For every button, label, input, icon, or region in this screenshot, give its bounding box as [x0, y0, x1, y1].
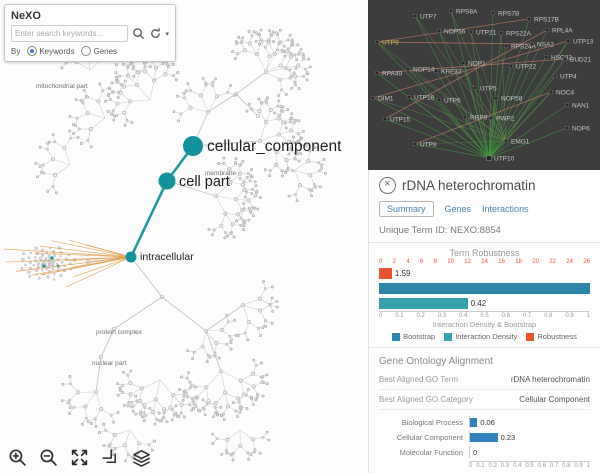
- gene-node-utp5[interactable]: UTP5: [480, 85, 497, 92]
- gene-node-utp8[interactable]: UTP8: [420, 141, 437, 148]
- gene-node-utp6[interactable]: UTP6: [444, 97, 461, 104]
- gene-node-noc4[interactable]: NOC4: [556, 89, 574, 96]
- tree-label-protein-complex: protein complex: [96, 329, 143, 336]
- search-icon[interactable]: [131, 27, 145, 41]
- gene-node-rps22a[interactable]: RPS22A: [506, 30, 532, 37]
- robustness-chart-title: Term Robustness: [449, 248, 520, 258]
- gene-node-nan1[interactable]: NAN1: [572, 102, 590, 109]
- by-label: By: [11, 46, 21, 56]
- gene-node-utp21[interactable]: UTP21: [476, 29, 497, 36]
- ontology-tree-branches: [20, 28, 327, 463]
- gene-node-nsa2[interactable]: NSA2: [537, 41, 554, 48]
- bar-interaction-density: 0.42: [379, 298, 590, 309]
- app-title: NeXO: [11, 10, 41, 22]
- gene-node-utp13[interactable]: UTP13: [573, 38, 594, 45]
- legend-bootstrap: Bootstrap: [392, 332, 435, 341]
- zoom-in-icon[interactable]: [6, 446, 28, 468]
- gene-node-bud21[interactable]: BUD21: [570, 56, 591, 63]
- legend-interaction-density: Interaction Density: [444, 332, 517, 341]
- gene-node-hsc82[interactable]: HSC82: [551, 54, 572, 61]
- radio-genes[interactable]: Genes: [81, 46, 117, 56]
- fit-content-icon[interactable]: [68, 446, 90, 468]
- tree-label-nuclear-part: nuclear part: [92, 360, 127, 367]
- tree-label-intracellular: intracellular: [140, 251, 194, 263]
- selected-path-edge: [129, 145, 195, 258]
- radio-keywords[interactable]: Keywords: [27, 46, 74, 56]
- gene-node-rrp9[interactable]: RRP9: [470, 114, 488, 121]
- search-input[interactable]: [11, 25, 129, 42]
- term-id: Unique Term ID: NEXO:8854: [379, 225, 501, 236]
- gene-node-rps17b[interactable]: RPS17B: [534, 16, 559, 23]
- layers-icon[interactable]: [130, 446, 152, 468]
- go-alignment-title: Gene Ontology Alignment: [379, 356, 493, 367]
- gene-node-rps7b[interactable]: RPS7B: [498, 10, 519, 17]
- bar-robustness: 1.59: [379, 268, 590, 279]
- tree-toolbar: [6, 446, 152, 468]
- gene-node-emg1[interactable]: EMG1: [511, 138, 530, 145]
- gene-node-rpl4a[interactable]: RPL4A: [552, 27, 573, 34]
- gene-node-utp4[interactable]: UTP4: [560, 73, 577, 80]
- gene-node-kre33[interactable]: KRE33: [441, 68, 462, 75]
- ontology-tree-canvas[interactable]: cellular_component cell part intracellul…: [0, 0, 368, 473]
- gene-node-utp18[interactable]: UTP18: [414, 94, 435, 101]
- gene-node-nop56[interactable]: NOP56: [444, 28, 466, 35]
- gene-node-utp15[interactable]: UTP15: [390, 116, 411, 123]
- gene-node-utp22[interactable]: UTP22: [516, 63, 537, 70]
- gene-node-nop1[interactable]: NOP1: [468, 60, 486, 67]
- gene-node-utp10[interactable]: UTP10: [494, 155, 515, 162]
- close-icon[interactable]: ×: [379, 177, 396, 194]
- gene-node-rps24a[interactable]: RPS24A: [511, 43, 537, 50]
- gene-node-utp7[interactable]: UTP7: [420, 13, 437, 20]
- gene-node-nop14[interactable]: NOP14: [413, 66, 435, 73]
- gene-node-rpa49[interactable]: RPA49: [382, 70, 402, 77]
- tree-label-cellular-component: cellular_component: [207, 138, 342, 155]
- ontology-tree-panel[interactable]: cellular_component cell part intracellul…: [0, 0, 368, 473]
- reset-search-icon[interactable]: [148, 27, 162, 41]
- tab-genes[interactable]: Genes: [444, 204, 472, 214]
- tree-node-cellular-component[interactable]: [183, 136, 203, 156]
- search-mode-radios: By Keywords Genes: [11, 46, 169, 56]
- gene-node-utp9[interactable]: UTP9: [382, 39, 399, 46]
- collapse-icon[interactable]: [99, 446, 121, 468]
- gene-node-nop6[interactable]: NOP6: [572, 125, 590, 132]
- tree-label-membrane: membrane: [205, 170, 236, 177]
- term-title: rDNA heterochromatin: [402, 178, 536, 193]
- tree-label-mitochondrial-part: mitochondrial part: [36, 83, 88, 90]
- tab-summary[interactable]: Summary: [379, 201, 434, 217]
- robustness-legend: Bootstrap Interaction Density Robustness: [379, 332, 590, 341]
- zoom-out-icon[interactable]: [37, 446, 59, 468]
- gene-node-rps8a[interactable]: RPS8A: [456, 8, 478, 15]
- intracellular-edge-fan: [3, 239, 132, 288]
- legend-robustness: Robustness: [526, 332, 577, 341]
- gene-node-dim1[interactable]: DIM1: [378, 95, 394, 102]
- tree-node-cell-part[interactable]: [158, 172, 176, 190]
- bar-bootstrap: [379, 283, 590, 294]
- detail-tabs: Summary Genes Interactions: [379, 201, 590, 217]
- gene-node-nop58[interactable]: NOP58: [501, 95, 523, 102]
- gene-node-pwp2[interactable]: PWP2: [496, 115, 515, 122]
- tree-label-cell-part: cell part: [179, 174, 230, 190]
- search-panel: NeXO ▾ By Keywords Genes: [4, 4, 176, 62]
- robustness-axis-label: Interaction Density & Bootstrap: [432, 320, 537, 329]
- tree-node-intracellular[interactable]: [125, 251, 137, 263]
- tab-interactions[interactable]: Interactions: [482, 204, 529, 214]
- chevron-down-icon[interactable]: ▾: [165, 30, 169, 38]
